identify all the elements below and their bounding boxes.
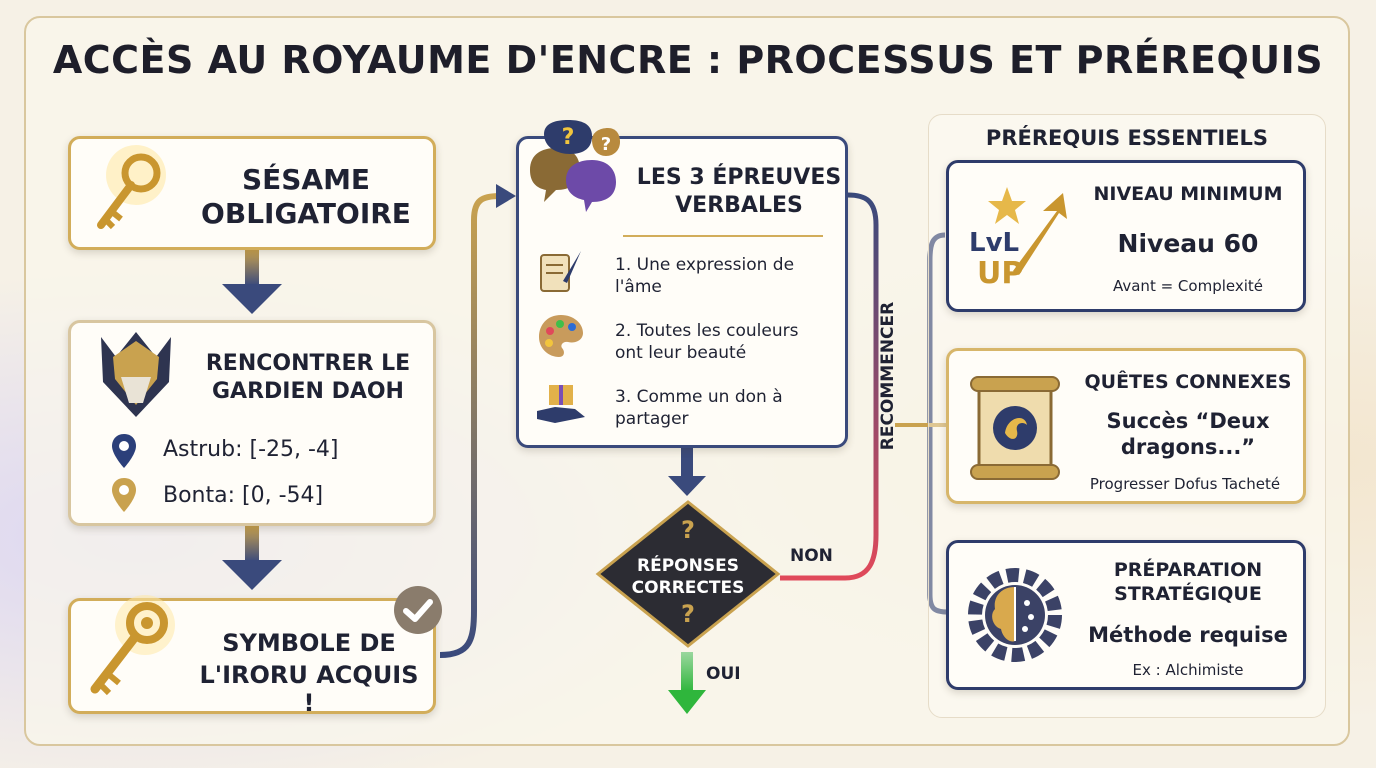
decision-question-bottom: ? (681, 600, 695, 628)
prereq-preparation: PRÉPARATION STRATÉGIQUE Méthode requise … (946, 540, 1306, 690)
map-pin-icon (112, 434, 136, 468)
non-loop-line (780, 192, 879, 581)
gear-brain-icon (968, 568, 1062, 662)
check-badge-icon (394, 586, 442, 634)
speech-bubbles-icon: ? ? (530, 120, 620, 212)
symbole-label-1: SYMBOLE DE (222, 629, 396, 657)
preparation-title-2: STRATÉGIQUE (1114, 583, 1262, 605)
title-divider (623, 235, 823, 237)
yes-label: OUI (706, 664, 741, 684)
epreuve-3-line-1: 3. Comme un don à (615, 387, 783, 407)
decision-diamond (595, 500, 781, 648)
page-title: ACCÈS AU ROYAUME D'ENCRE : PROCESSUS ET … (52, 38, 1324, 82)
sesame-label-2: OBLIGATOIRE (201, 197, 411, 230)
step-epreuves: LES 3 ÉPREUVES VERBALES 1. Une expressio… (516, 136, 848, 448)
niveau-value: Niveau 60 (1117, 229, 1259, 258)
step-symbole: SYMBOLE DE L'IRORU ACQUIS ! (68, 595, 436, 717)
level-up-icon: LvL UP (969, 187, 1067, 291)
lvl-text: LvL (969, 228, 1019, 258)
quetes-value-2: dragons...” (1120, 435, 1256, 459)
quetes-value-1: Succès “Deux (1106, 409, 1270, 433)
step-sesame: SÉSAME OBLIGATOIRE (68, 136, 436, 250)
preparation-note: Ex : Alchimiste (1132, 661, 1244, 679)
prereq-quetes: QUÊTES CONNEXES Succès “Deux dragons...”… (946, 348, 1306, 504)
svg-text:?: ? (562, 125, 575, 150)
epreuve-2-line-1: 2. Toutes les couleurs (615, 321, 799, 341)
up-text: UP (977, 256, 1023, 291)
epreuve-3-line-2: partager (615, 409, 689, 429)
symbole-label-2: L'IRORU ACQUIS ! (199, 661, 419, 717)
niveau-title: NIVEAU MINIMUM (1093, 183, 1283, 205)
step-gardien: RENCONTRER LE GARDIEN DAOH Astrub: [-25,… (68, 320, 436, 526)
epreuve-1-line-1: 1. Une expression de (615, 255, 795, 275)
map-pin-icon (112, 478, 136, 512)
prereq-bracket (927, 232, 949, 615)
guardian-helmet-icon (101, 332, 171, 417)
scroll-quill-icon (540, 251, 581, 292)
epreuves-title-1: LES 3 ÉPREUVES (636, 165, 842, 190)
decision-label-1: RÉPONSES (637, 556, 739, 576)
decision-question-top: ? (681, 516, 695, 544)
location-astrub: Astrub: [-25, -4] (163, 437, 339, 462)
svg-text:?: ? (601, 134, 611, 155)
prerequis-header: PRÉREQUIS ESSENTIELS (985, 126, 1269, 150)
gardien-label-2: GARDIEN DAOH (212, 379, 404, 404)
dragon-scroll-icon (970, 376, 1060, 480)
arrow-down-2 (222, 526, 282, 590)
palette-icon (539, 315, 583, 357)
niveau-note: Avant = Complexité (1112, 277, 1263, 295)
sesame-label-1: SÉSAME (241, 163, 371, 196)
decision-label-2: CORRECTES (631, 578, 745, 598)
no-label: NON (790, 546, 833, 566)
quetes-note: Progresser Dofus Tacheté (1089, 475, 1281, 493)
ornate-key-icon (90, 595, 175, 696)
location-bonta: Bonta: [0, -54] (163, 483, 324, 508)
golden-key-icon (97, 145, 166, 230)
quetes-title: QUÊTES CONNEXES (1084, 371, 1292, 393)
epreuves-title-2: VERBALES (675, 193, 803, 218)
gift-hand-icon (537, 385, 585, 423)
epreuve-1-line-2: l'âme (615, 277, 662, 297)
arrow-down-1 (222, 250, 282, 314)
prereq-niveau: LvL UP NIVEAU MINIMUM Niveau 60 Avant = … (946, 160, 1306, 312)
preparation-title-1: PRÉPARATION (1113, 559, 1263, 581)
gardien-label-1: RENCONTRER LE (205, 351, 411, 376)
loop-label: RECOMMENCER (878, 301, 898, 451)
preparation-value: Méthode requise (1088, 623, 1288, 647)
link-symbole-epreuves (439, 193, 501, 658)
epreuve-2-line-2: ont leur beauté (615, 343, 747, 363)
